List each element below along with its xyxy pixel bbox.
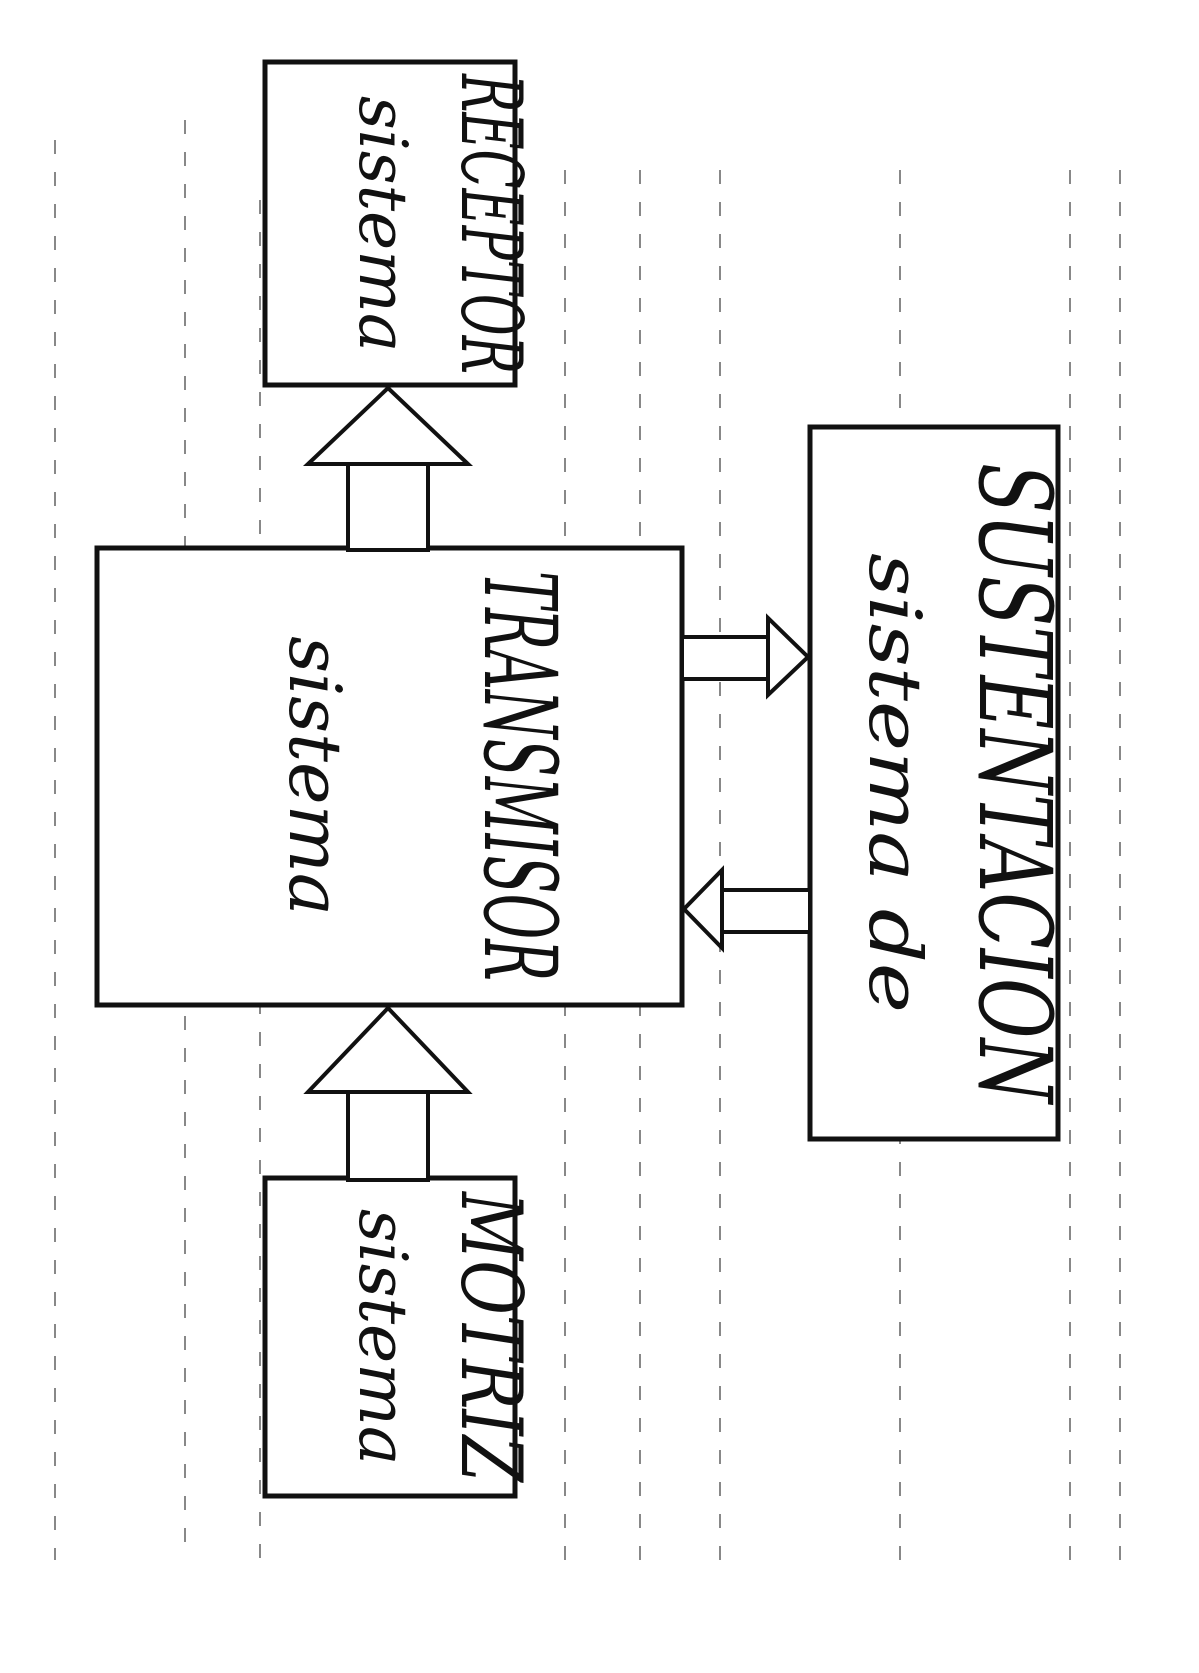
node-receptor-box xyxy=(262,59,518,388)
edge-sustentacion-transmisor-head xyxy=(681,865,724,953)
node-motriz-line2: MOTRIZ xyxy=(442,1190,540,1483)
node-transmisor: sistema TRANSMISOR xyxy=(94,545,685,1008)
node-motriz: sistema MOTRIZ xyxy=(262,1175,540,1499)
node-motriz-line1: sistema xyxy=(344,1209,421,1465)
node-receptor-line1: sistema xyxy=(344,96,421,352)
edge-transmisor-receptor-head xyxy=(302,385,474,466)
edge-motriz-transmisor-head xyxy=(303,1005,473,1094)
edge-transmisor-sustentacion-head xyxy=(766,613,811,700)
edge-sustentacion-transmisor-shaft xyxy=(718,888,812,934)
node-receptor-line2: RECEPTOR xyxy=(442,73,540,374)
node-sustentacion-line1: sistema de xyxy=(853,553,937,1013)
node-sustentacion: sistema de SUSTENTACION xyxy=(807,424,1073,1142)
edge-transmisor-sustentacion xyxy=(680,613,811,700)
edge-transmisor-receptor-shaft xyxy=(346,460,430,552)
edge-motriz-transmisor-shaft xyxy=(346,1088,430,1182)
node-receptor: sistema RECEPTOR xyxy=(262,59,540,388)
edge-sustentacion-transmisor xyxy=(681,865,812,953)
node-sustentacion-line2: SUSTENTACION xyxy=(956,463,1073,1106)
edge-transmisor-receptor xyxy=(302,385,474,552)
node-transmisor-line2: TRANSMISOR xyxy=(461,571,578,981)
edge-transmisor-sustentacion-shaft xyxy=(680,635,772,681)
edge-motriz-transmisor xyxy=(303,1005,473,1182)
node-transmisor-line1: sistema xyxy=(273,636,357,916)
node-sustentacion-box xyxy=(807,424,1061,1142)
node-transmisor-box xyxy=(94,545,685,1008)
